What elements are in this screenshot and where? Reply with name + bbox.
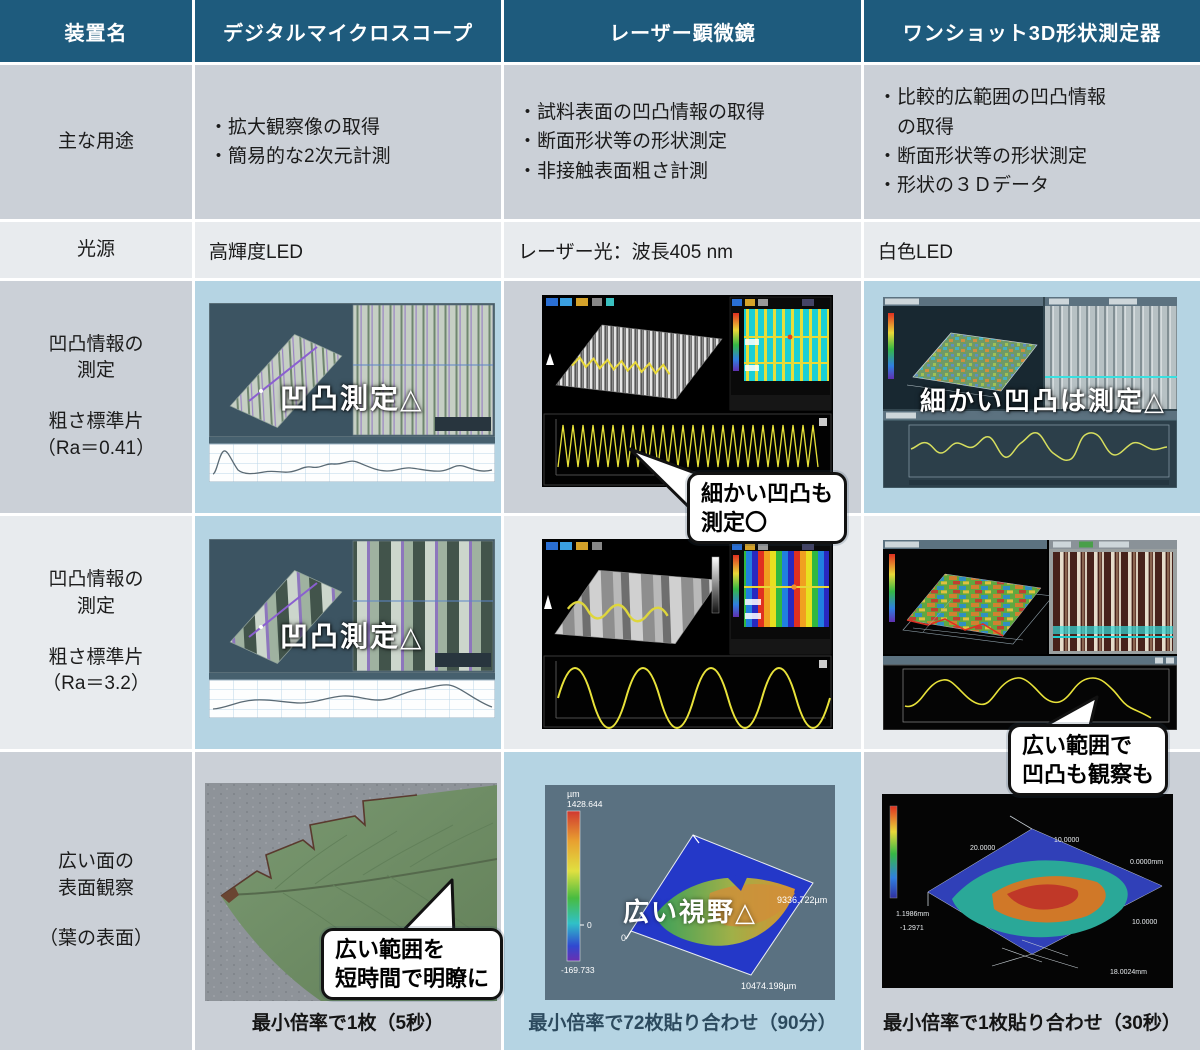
oneshot-ra041-overlay-text: 細かい凹凸は測定△ [920,386,1166,416]
oneshot-axis-x1: 20.0000 [970,845,995,852]
row-label-ra041: 凹凸情報の 測定 粗さ標準片 （Ra＝0.41） [0,281,192,513]
wide-label-line: 表面観察 [57,877,134,899]
usage-laser-line: ・断面形状等の形状測定 [518,131,728,153]
row-label-ra32: 凹凸情報の 測定 粗さ標準片 （Ra＝3.2） [0,516,192,749]
ra041-label-line: （Ra＝0.41） [36,437,156,459]
usage-dm-line: ・簡易的な2次元計測 [209,146,391,167]
usage-oneshot-line: ・比較的広範囲の凹凸情報 [878,87,1107,109]
usage-dm-line: ・拡大観察像の取得 [209,116,381,138]
oneshot-wide-screenshot: 20.0000 10.0000 0.0000mm 10.0000 18.0024… [882,794,1173,988]
cell-ra32-dm: 凹凸測定△ [195,516,501,749]
cell-ra041-dm: 凹凸測定△ [195,281,501,513]
cell-light-laser: レーザー光：波長405 nm [504,222,861,278]
ra32-label-line: 粗さ標準片 [48,646,144,668]
usage-oneshot-line: ・形状の３Ｄデータ [878,175,1050,197]
laser-scale-min: -169.733 [561,965,595,975]
oneshot-ra041-screenshot [883,297,1177,488]
laser-dim-width: 9336.722µm [777,895,827,905]
cell-wide-laser: µm 1428.644 0 -169.733 9336.722µm 10474.… [504,752,861,1050]
cell-wide-oneshot: 20.0000 10.0000 0.0000mm 10.0000 18.0024… [864,752,1200,1050]
wide-label-line: （葉の表面） [38,928,153,950]
header-digital-microscope: デジタルマイクロスコープ [195,0,501,62]
dm-ra041-screenshot [209,303,495,482]
ra32-label-line: 凹凸情報の [48,569,144,591]
laser-wide-caption: 最小倍率で72枚貼り合わせ（90分） [528,1013,837,1034]
laser-wide-screenshot: µm 1428.644 0 -169.733 9336.722µm 10474.… [545,785,835,1000]
oneshot-axis-y-len: 18.0024mm [1110,969,1147,976]
ra32-label-line: 測定 [76,595,115,617]
oneshot-axis-y-right: 10.0000 [1132,919,1157,926]
row-label-usage: 主な用途 [0,65,192,219]
laser-wide-overlay-text: 広い視野△ [623,897,757,927]
dm-wide-caption: 最小倍率で1枚（5秒） [251,1013,445,1034]
usage-laser-line: ・非接触表面粗さ計測 [518,160,709,182]
oneshot-axis-z-top: 0.0000mm [1130,859,1163,866]
cell-light-dm: 高輝度LED [195,222,501,278]
cell-ra041-oneshot: 細かい凹凸は測定△ [864,281,1200,513]
dm-ra32-overlay-text: 凹凸測定△ [280,621,424,652]
oneshot-axis-z-max: 1.1986mm [896,911,929,918]
laser-ra32-screenshot [542,539,833,729]
cell-ra041-laser [504,281,861,513]
laser-scale-max: 1428.644 [567,799,603,809]
row-label-light-source: 光源 [0,222,192,278]
row-label-wide-surface: 広い面の 表面観察 （葉の表面） [0,752,192,1050]
ra041-label-line: 粗さ標準片 [48,411,144,432]
header-oneshot-3d: ワンショット3D形状測定器 [864,0,1200,62]
oneshot-ra32-screenshot [883,540,1177,730]
cell-light-oneshot: 白色LED [864,222,1200,278]
light-oneshot-value: 白色LED [878,241,953,263]
laser-dim-origin: 0 [621,933,626,943]
laser-scale-unit: µm [567,789,580,799]
usage-oneshot-line: の取得 [897,116,955,138]
ra041-label-line: 測定 [76,360,115,382]
cell-usage-oneshot: ・比較的広範囲の凹凸情報 の取得 ・断面形状等の形状測定 ・形状の３Ｄデータ [864,65,1200,219]
laser-ra041-screenshot [542,295,833,487]
ra041-label-line: 凹凸情報の [48,333,144,355]
light-label: 光源 [76,238,115,260]
header-device-name: 装置名 [0,0,192,62]
laser-scale-zero: 0 [587,920,592,930]
oneshot-axis-z-min: -1.2971 [900,925,924,932]
usage-oneshot-line: ・断面形状等の形状測定 [878,146,1088,167]
cell-usage-laser: ・試料表面の凹凸情報の取得 ・断面形状等の形状測定 ・非接触表面粗さ計測 [504,65,861,219]
header-oneshot-label: ワンショット3D形状測定器 [902,22,1162,45]
usage-laser-line: ・試料表面の凹凸情報の取得 [518,101,766,123]
cell-wide-dm: 最小倍率で1枚（5秒） [195,752,501,1050]
light-dm-value: 高輝度LED [209,241,303,263]
ra32-label-line: （Ra＝3.2） [42,673,150,695]
oneshot-axis-x2: 10.0000 [1054,837,1079,844]
dm-ra041-overlay-text: 凹凸測定△ [280,383,424,414]
wide-label-line: 広い面の [57,851,134,873]
header-device-label: 装置名 [64,22,128,45]
dm-ra32-screenshot [209,539,495,718]
oneshot-wide-caption: 最小倍率で1枚貼り合わせ（30秒） [883,1013,1181,1034]
header-laser-microscope: レーザー顕微鏡 [504,0,861,62]
cell-ra32-laser [504,516,861,749]
header-laser-label: レーザー顕微鏡 [609,22,756,45]
cell-usage-dm: ・拡大観察像の取得 ・簡易的な2次元計測 [195,65,501,219]
leaf-photo [205,783,497,1001]
light-laser-value: レーザー光：波長405 nm [518,241,733,263]
header-dm-label: デジタルマイクロスコープ [223,22,473,45]
cell-ra32-oneshot [864,516,1200,749]
laser-dim-length: 10474.198µm [741,981,796,991]
usage-label: 主な用途 [57,130,134,152]
